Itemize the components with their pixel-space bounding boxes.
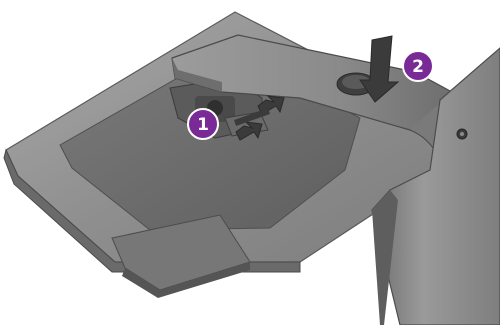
step-number-1: 1: [197, 115, 209, 135]
step-badge-1: 1: [188, 109, 218, 139]
step-badge-2: 2: [403, 51, 433, 81]
step-number-2: 2: [412, 57, 424, 77]
